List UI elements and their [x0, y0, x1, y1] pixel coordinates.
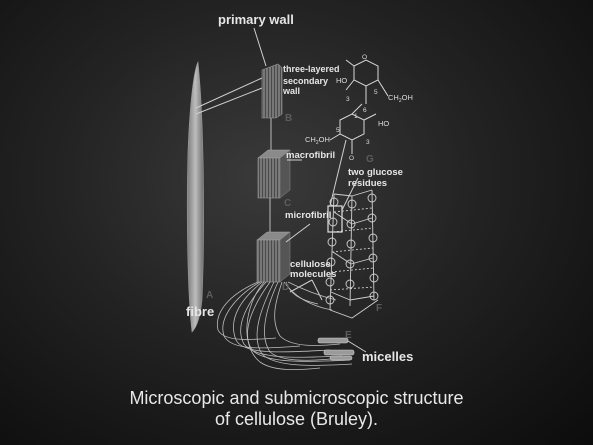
letter-d: D [282, 282, 289, 293]
label-two-glucose: two glucose [348, 167, 403, 178]
letter-e: E [345, 330, 352, 341]
letter-g: G [366, 154, 374, 165]
chem-3-bot: 3 [366, 139, 370, 146]
label-macrofibril: macrofibril [286, 150, 335, 161]
caption-line-2: of cellulose (Bruley). [0, 409, 593, 430]
label-microfibril: microfibril [285, 210, 331, 221]
label-wall: wall [282, 86, 300, 96]
label-fibre: fibre [186, 304, 214, 319]
letter-b: B [285, 113, 292, 124]
chem-ch2oh-top: CH2OH [388, 93, 413, 104]
letter-c: C [284, 198, 291, 209]
label-three-layered: three-layered [283, 64, 340, 74]
label-primary-wall: primary wall [218, 12, 294, 27]
chem-o-top: O [362, 54, 367, 61]
letter-f: F [376, 303, 382, 314]
chem-3-top: 3 [346, 96, 350, 103]
chem-o-bot: O [349, 155, 354, 162]
label-secondary: secondary [283, 76, 328, 86]
label-molecules: molecules [290, 269, 336, 280]
chem-ch2oh-bot: CH2OH [305, 135, 330, 146]
chem-6-top: 6 [363, 107, 367, 114]
chem-5-top: 5 [374, 89, 378, 96]
chem-ho-bot: HO [378, 119, 389, 128]
chem-ho-top: HO [336, 76, 347, 85]
caption-line-1: Microscopic and submicroscopic structure [0, 388, 593, 409]
letter-a: A [206, 290, 213, 301]
label-micelles: micelles [362, 349, 413, 364]
chem-1-bot: 1 [354, 113, 358, 120]
label-residues: residues [348, 178, 387, 189]
chem-5-bot: 5 [336, 127, 340, 134]
caption: Microscopic and submicroscopic structure… [0, 388, 593, 430]
